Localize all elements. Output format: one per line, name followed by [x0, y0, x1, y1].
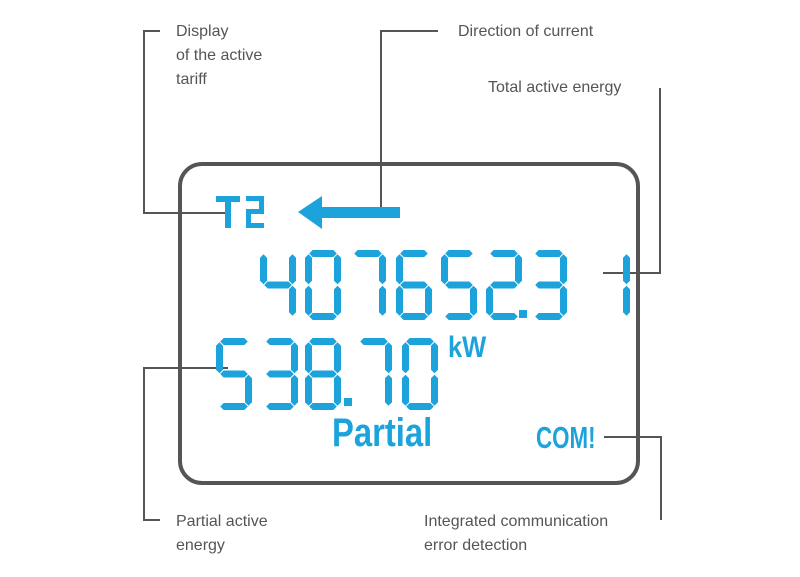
label-partial-line1: Partial active	[176, 513, 268, 530]
callout-line-tariff	[143, 30, 145, 214]
direction-arrow-icon	[298, 196, 400, 229]
callout-line-total	[603, 272, 661, 274]
label-tariff-line3: tariff	[176, 71, 207, 88]
label-tariff-line1: Display	[176, 23, 229, 40]
label-direction: Direction of current	[458, 23, 594, 40]
label-partial: Partial active energy	[176, 510, 268, 558]
label-partial-line2: energy	[176, 537, 225, 554]
callout-line-partial	[143, 519, 160, 521]
callout-line-direction	[380, 30, 382, 212]
label-com-line1: Integrated communication	[424, 513, 609, 530]
callout-line-partial	[143, 367, 145, 521]
unit-kw: kW	[448, 331, 487, 364]
tariff-indicator	[216, 196, 264, 228]
label-com: Integrated communication error detection	[424, 510, 608, 558]
label-com-line2: error detection	[424, 537, 528, 554]
label-total: Total active energy	[488, 79, 622, 96]
com-status: COM!	[536, 420, 596, 455]
label-tariff-line2: of the active	[176, 47, 263, 64]
callout-line-tariff	[143, 30, 160, 32]
callout-line-partial	[143, 367, 228, 369]
lcd-display-frame	[178, 162, 640, 485]
label-tariff: Display of the active tariff	[176, 20, 262, 92]
callout-line-com	[660, 436, 662, 520]
callout-line-total	[659, 88, 661, 274]
callout-line-direction	[380, 30, 438, 32]
mode-partial: Partial	[332, 411, 433, 455]
callout-line-com	[604, 436, 662, 438]
callout-line-tariff	[143, 212, 226, 214]
